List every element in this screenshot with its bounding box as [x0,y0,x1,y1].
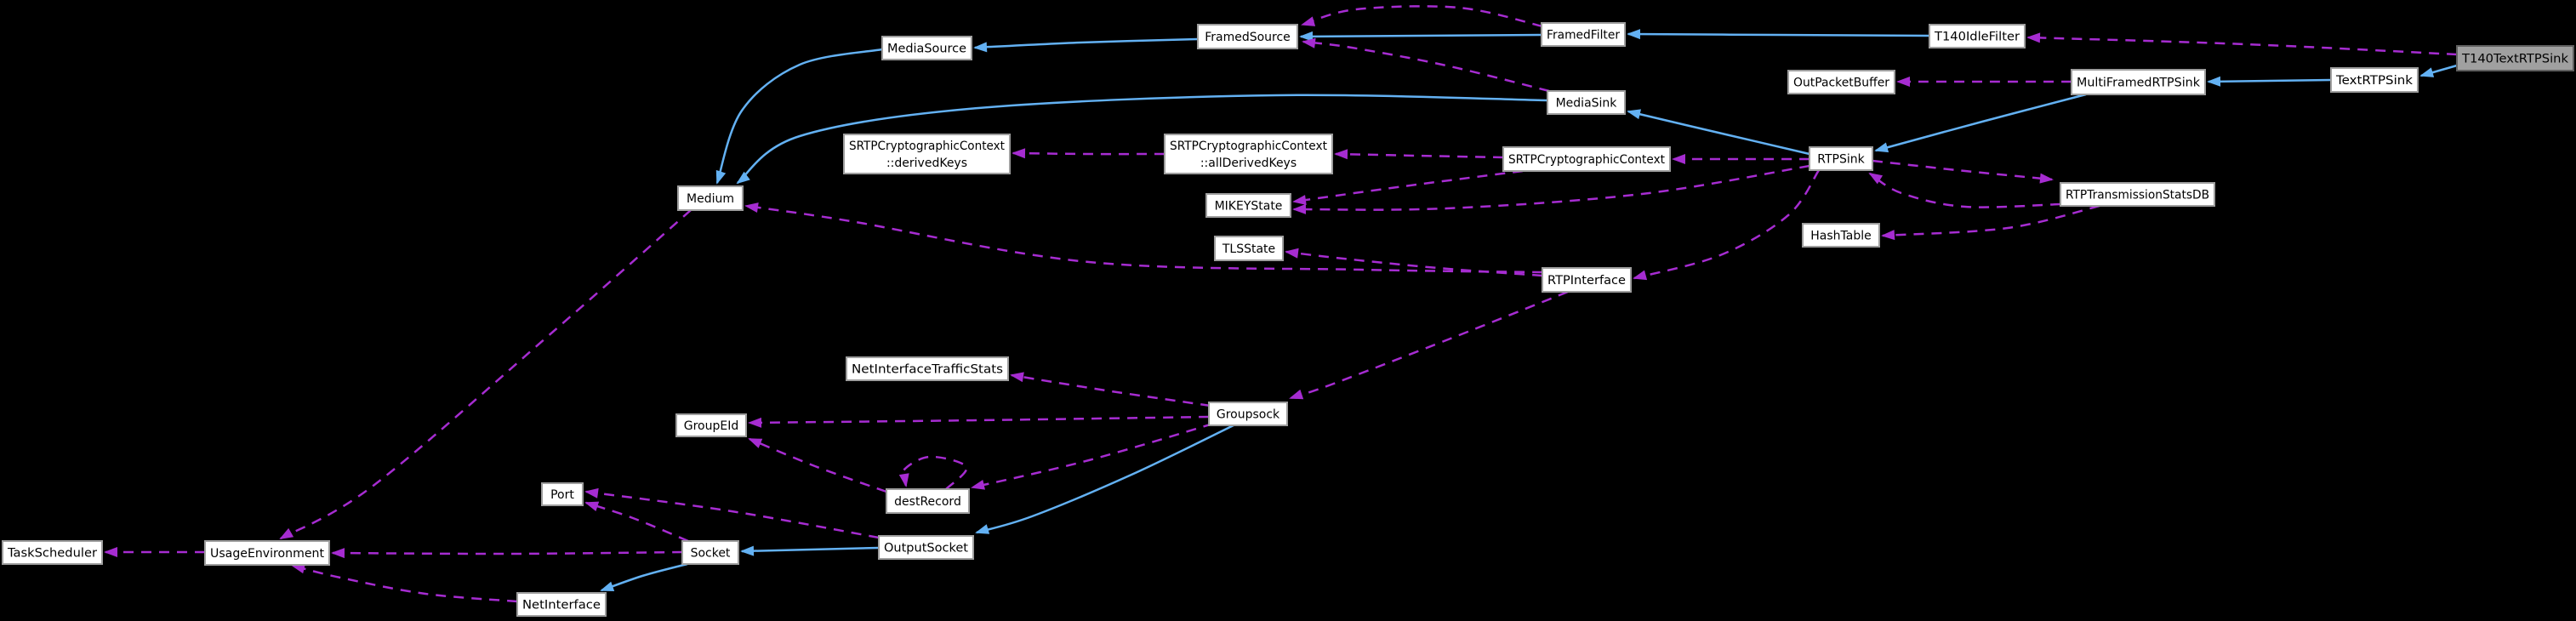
node-label-rtpinterface: RTPInterface [1547,274,1626,288]
node-label-taskscheduler: TaskScheduler [7,547,97,561]
node-label-netinterface: NetInterface [522,599,601,612]
node-mikeystate[interactable]: MIKEYState [1205,193,1291,218]
edge-framedfilter-framedsource-usage [1301,5,1543,28]
node-label-srtpallderivedkeys-line1: SRTPCryptographicContext [1170,140,1327,153]
node-srtpallderivedkeys[interactable]: SRTPCryptographicContext::allDerivedKeys [1164,134,1333,174]
edge-rtptransmissionstatsdb-rtpsink-usage [1868,172,2061,208]
edge-t140idlefilter-framedfilter-inheritance [1627,29,1930,40]
edge-destrecord-destrecord-usage [898,455,968,490]
node-label-textrtpsink: TextRTPSink [2335,74,2414,88]
edge-t140textrtpsink-t140idlefilter-usage [2026,32,2458,56]
node-port[interactable]: Port [541,482,584,506]
node-netinterfacetrafficstats[interactable]: NetInterfaceTrafficStats [846,356,1009,381]
edge-socket-usageenvironment-usage [331,548,683,559]
node-label-socket: Socket [691,547,731,561]
edge-srtpcryptographiccontext-srtpallderivedkeys-usage [1334,149,1504,160]
node-multiframedrtpsink[interactable]: MultiFramedRTPSink [2071,69,2206,95]
node-label-groupeid: GroupEId [684,419,738,433]
edge-groupsock-groupeid-usage [748,415,1210,428]
node-label-hashtable: HashTable [1810,230,1871,243]
node-label-srtpderivedkeys-line2: ::derivedKeys [886,157,967,170]
edge-groupsock-netinterfacetrafficstats-usage [1010,372,1211,407]
node-label-framedfilter: FramedFilter [1547,29,1620,43]
edge-outputsocket-port-usage [584,487,880,539]
edge-mediasink-medium-inheritance [736,94,1548,185]
node-rtpsink[interactable]: RTPSink [1809,146,1873,171]
edge-rtpsink-rtpinterface-usage [1633,169,1821,281]
edge-framedfilter-framedsource-inheritance [1299,31,1542,42]
node-label-medium: Medium [687,192,734,206]
node-label-srtpallderivedkeys-line2: ::allDerivedKeys [1200,157,1297,170]
node-srtpcryptographiccontext[interactable]: SRTPCryptographicContext [1502,146,1671,172]
edge-srtpallderivedkeys-srtpderivedkeys-usage [1012,148,1165,159]
node-label-destrecord: destRecord [894,495,961,509]
node-label-t140idlefilter: T140IdleFilter [1934,31,2020,44]
node-label-rtptransmissionstatsdb: RTPTransmissionStatsDB [2066,189,2209,202]
node-srtpderivedkeys[interactable]: SRTPCryptographicContext::derivedKeys [843,134,1011,174]
edge-rtpinterface-medium-usage [744,202,1543,274]
node-mediasink[interactable]: MediaSink [1547,90,1626,115]
node-groupeid[interactable]: GroupEId [675,413,747,437]
node-tlsstate[interactable]: TLSState [1214,236,1284,261]
node-label-t140textrtpsink: T140TextRTPSink [2461,53,2569,66]
edge-rtpinterface-tlsstate-usage [1285,248,1543,277]
edge-destrecord-groupeid-usage [748,437,887,493]
node-label-mediasink: MediaSink [1556,97,1618,111]
node-hashtable[interactable]: HashTable [1802,223,1880,248]
node-rtpinterface[interactable]: RTPInterface [1542,267,1632,293]
node-label-groupsock: Groupsock [1217,408,1280,422]
node-label-srtpcryptographiccontext: SRTPCryptographicContext [1508,153,1665,167]
node-label-multiframedrtpsink: MultiFramedRTPSink [2077,77,2201,90]
node-taskscheduler[interactable]: TaskScheduler [2,540,103,565]
edge-groupsock-destrecord-usage [971,422,1214,490]
node-t140textrtpsink: T140TextRTPSink [2456,45,2574,71]
node-framedsource[interactable]: FramedSource [1197,24,1298,49]
node-label-outpacketbuffer: OutPacketBuffer [1793,77,1889,90]
node-t140idlefilter[interactable]: T140IdleFilter [1929,24,2026,48]
node-label-framedsource: FramedSource [1205,31,1291,44]
node-label-port: Port [550,488,574,502]
node-rtptransmissionstatsdb[interactable]: RTPTransmissionStatsDB [2060,182,2215,207]
edge-framedsource-mediasource-inheritance [973,37,1199,53]
node-label-srtpderivedkeys-line1: SRTPCryptographicContext [849,140,1005,153]
edge-socket-netinterface-inheritance [600,562,688,592]
edge-rtpsink-mikeystate-usage [1292,164,1810,214]
node-netinterface[interactable]: NetInterface [516,592,607,617]
node-label-tlsstate: TLSState [1222,242,1275,256]
edge-socket-port-usage [584,501,689,543]
node-groupsock[interactable]: Groupsock [1208,402,1288,426]
node-medium[interactable]: Medium [677,185,744,211]
node-label-mikeystate: MIKEYState [1215,200,1283,214]
node-outputsocket[interactable]: OutputSocket [878,535,974,560]
edge-rtpsink-rtptransmissionstatsdb-usage [1872,159,2054,184]
edge-mediasink-framedsource-usage [1302,37,1550,93]
node-outpacketbuffer[interactable]: OutPacketBuffer [1787,70,1895,94]
node-framedfilter[interactable]: FramedFilter [1541,22,1626,47]
edge-t140textrtpsink-textrtpsink-inheritance [2419,64,2458,77]
node-label-mediasource: MediaSource [887,43,966,56]
node-label-usageenvironment: UsageEnvironment [210,547,325,561]
node-textrtpsink[interactable]: TextRTPSink [2330,67,2419,93]
edge-srtpcryptographiccontext-mikeystate-usage [1292,169,1524,206]
edge-outputsocket-socket-inheritance [740,545,880,556]
node-label-rtpsink: RTPSink [1817,153,1865,167]
edge-groupsock-outputsocket-inheritance [975,424,1234,534]
edge-netinterface-usageenvironment-usage [291,563,518,603]
node-socket[interactable]: Socket [681,540,739,565]
node-usageenvironment[interactable]: UsageEnvironment [204,540,330,566]
edge-textrtpsink-multiframedrtpsink-inheritance [2207,76,2332,87]
edge-multiframedrtpsink-rtpsink-inheritance [1874,93,2087,153]
node-mediasource[interactable]: MediaSource [881,36,972,60]
edge-rtpinterface-groupsock-usage [1289,290,1569,400]
node-label-outputsocket: OutputSocket [884,542,969,555]
node-label-netinterfacetrafficstats: NetInterfaceTrafficStats [852,363,1003,377]
edge-rtpsink-mediasink-inheritance [1627,109,1810,156]
edge-medium-usageenvironment-usage [279,209,692,540]
edge-rtptransmissionstatsdb-hashtable-usage [1881,204,2100,241]
edge-mediasource-medium-inheritance [715,48,883,185]
node-destrecord[interactable]: destRecord [886,488,970,514]
